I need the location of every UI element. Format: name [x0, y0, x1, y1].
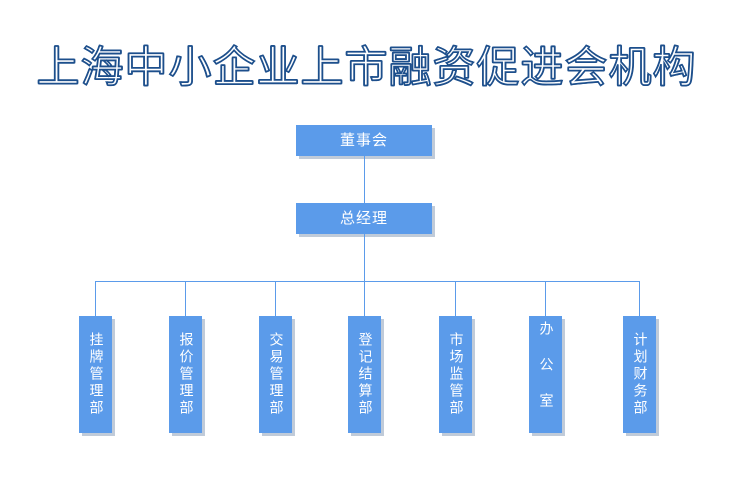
node-general-manager-label: 总经理 — [339, 209, 388, 227]
connector-horizontal-bus — [95, 281, 639, 282]
connector-drop-dept3 — [275, 281, 276, 316]
node-listing-management-dept-label: 挂牌管理部 — [87, 332, 104, 417]
node-office-label: 办公室 — [537, 320, 554, 429]
node-planning-finance-dept-label: 计划财务部 — [631, 332, 648, 417]
node-general-manager[interactable]: 总经理 — [296, 203, 432, 234]
node-market-supervision-dept[interactable]: 市场监管部 — [439, 316, 472, 433]
connector-drop-dept2 — [185, 281, 186, 316]
connector-drop-dept1 — [95, 281, 96, 316]
node-trading-management-dept[interactable]: 交易管理部 — [259, 316, 292, 433]
connector-drop-dept6 — [545, 281, 546, 316]
node-board-of-directors[interactable]: 董事会 — [296, 125, 432, 156]
node-board-of-directors-label: 董事会 — [339, 131, 388, 149]
node-market-supervision-dept-label: 市场监管部 — [447, 332, 464, 417]
node-quotation-management-dept[interactable]: 报价管理部 — [169, 316, 202, 433]
connector-gm-stem — [364, 234, 365, 282]
connector-drop-dept5 — [455, 281, 456, 316]
node-trading-management-dept-label: 交易管理部 — [267, 332, 284, 417]
node-registration-settlement-dept[interactable]: 登记结算部 — [348, 316, 381, 433]
node-quotation-management-dept-label: 报价管理部 — [177, 332, 194, 417]
node-registration-settlement-dept-label: 登记结算部 — [356, 332, 373, 417]
node-planning-finance-dept[interactable]: 计划财务部 — [623, 316, 656, 433]
connector-drop-dept4 — [364, 281, 365, 316]
page-title: 上海中小企业上市融资促进会机构 — [36, 42, 697, 94]
node-listing-management-dept[interactable]: 挂牌管理部 — [79, 316, 112, 433]
node-office[interactable]: 办公室 — [529, 316, 562, 433]
connector-drop-dept7 — [639, 281, 640, 316]
connector-board-to-gm — [364, 156, 365, 204]
